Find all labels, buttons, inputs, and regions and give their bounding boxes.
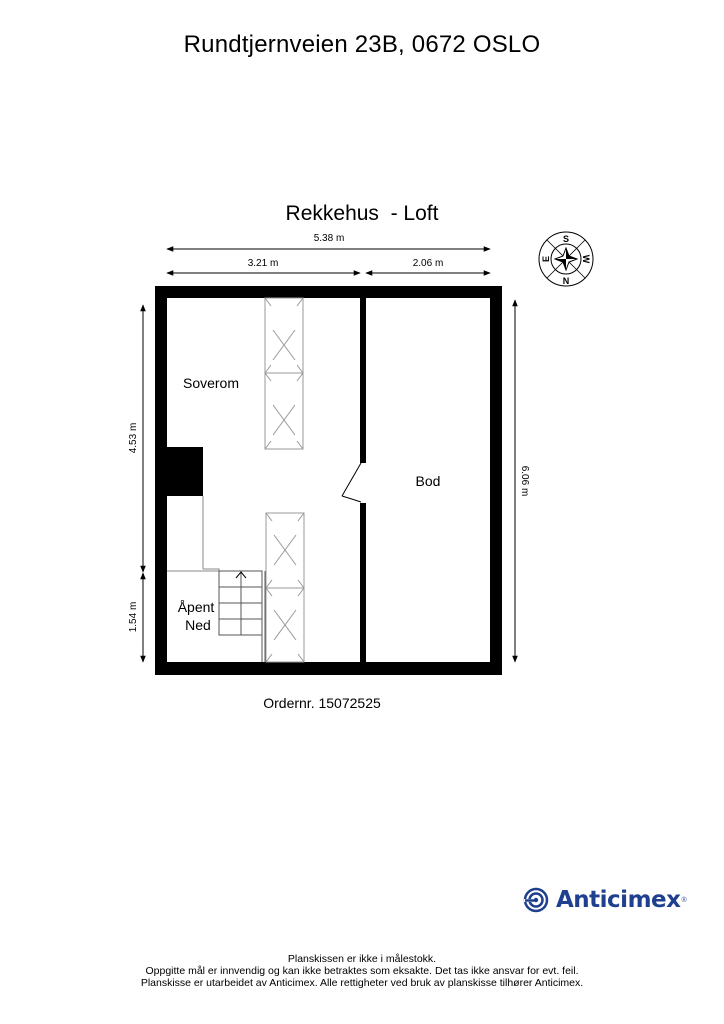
anticimex-logo: Anticimex®: [522, 887, 687, 913]
chimney-block: [167, 447, 203, 496]
dimension-left-upper-height: 4.53 m: [128, 304, 146, 573]
plan-title: Rekkehus - Loft: [285, 202, 439, 225]
disclaimer-line: Planskisse er utarbeidet av Anticimex. A…: [140, 977, 584, 989]
compass-label-right: W: [581, 255, 591, 264]
dimension-label: 3.21 m: [248, 258, 279, 269]
skylight-upper: [264, 297, 304, 450]
disclaimer-line: Planskissen er ikke i målestokk.: [287, 953, 437, 965]
exterior-walls: [155, 286, 502, 675]
room-label-bod: Bod: [416, 473, 441, 489]
dimension-total-width: 5.38 m: [166, 233, 491, 252]
compass-label-bottom: N: [563, 276, 570, 286]
order-number: Ordernr. 15072525: [263, 695, 381, 711]
dimension-right-width: 2.06 m: [365, 258, 491, 276]
dimension-label: 2.06 m: [413, 258, 444, 269]
property-address: Rundtjernveien 23B, 0672 OSLO: [183, 31, 541, 58]
compass-rose-icon: S N E W: [538, 231, 594, 287]
dimension-label: 1.54 m: [128, 602, 139, 633]
room-label-ned: Ned: [185, 617, 211, 633]
dimension-label: 4.53 m: [128, 423, 139, 454]
registered-mark: ®: [681, 896, 687, 904]
dimension-label: 5.38 m: [314, 233, 345, 244]
compass-label-left: E: [541, 256, 551, 262]
dimension-right-height: 6.06 m: [512, 299, 530, 663]
anticimex-logo-icon: [523, 887, 549, 913]
dimension-left-lower-height: 1.54 m: [128, 572, 146, 663]
room-label-soverom: Soverom: [183, 375, 239, 391]
knee-wall-outline: [167, 496, 220, 572]
room-label-apent: Åpent: [178, 599, 215, 615]
staircase: [218, 570, 266, 662]
brand-name: Anticimex: [556, 887, 681, 913]
interior-wall: [360, 298, 366, 662]
door-swing: [341, 462, 362, 503]
skylight-lower: [265, 512, 305, 663]
disclaimer-line: Oppgitte mål er innvendig og kan ikke be…: [145, 965, 579, 977]
dimension-left-width: 3.21 m: [166, 258, 361, 276]
compass-label-top: S: [563, 234, 569, 244]
dimension-label: 6.06 m: [519, 466, 530, 497]
disclaimer: Planskissen er ikke i målestokk. Oppgitt…: [0, 953, 724, 989]
